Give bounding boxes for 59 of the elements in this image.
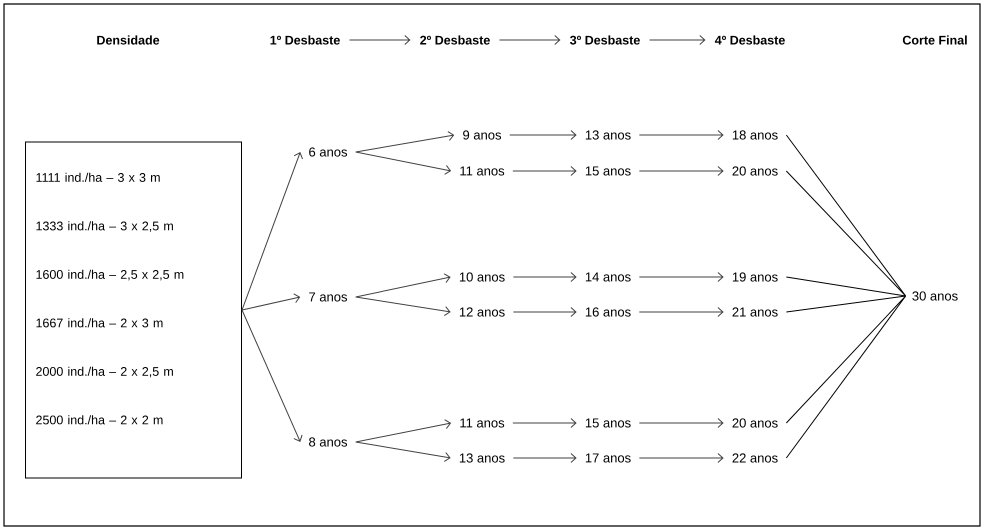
age-label: 20 anos: [732, 166, 778, 176]
age-label: 6 anos: [309, 147, 348, 157]
age-label: 10 anos: [460, 272, 505, 282]
arrow: [638, 272, 724, 282]
column-heading: Corte Final: [902, 35, 967, 45]
connector-line: [786, 170, 906, 296]
age-label: 8 anos: [309, 437, 348, 447]
arrow: [638, 130, 724, 140]
age-label: 9 anos: [463, 130, 502, 140]
arrow: [638, 166, 724, 176]
age-label: 18 anos: [732, 130, 778, 140]
arrow: [242, 293, 300, 310]
age-label: 7 anos: [309, 292, 348, 302]
density-box: 1111 ind./ha – 3 x 3 m 1333 ind./ha – 3 x 2,5 m 1600 ind./ha – 2,5 x 2,5 m 1667 ind./ha – 2 x 3 m 2000 ind./ha – 2 x 2,5 m 2500 ind./ha – 2 x 2 m: [25, 142, 242, 478]
arrow: [512, 166, 577, 176]
arrow: [638, 307, 724, 317]
age-label: 11 anos: [460, 166, 504, 176]
arrow: [638, 418, 724, 428]
age-label: 15 anos: [586, 166, 631, 176]
age-label: 13 anos: [586, 130, 631, 140]
age-label: 17 anos: [586, 453, 631, 463]
arrow: [512, 307, 577, 317]
connector-line: [786, 296, 906, 312]
age-label: 22 anos: [732, 453, 778, 463]
age-label: 19 anos: [732, 272, 778, 282]
arrow: [512, 453, 577, 463]
arrow: [355, 131, 454, 152]
column-heading: Densidade: [97, 35, 160, 45]
age-label: 14 anos: [586, 272, 631, 282]
connector-line: [786, 134, 906, 296]
stage-heading: 4º Desbaste: [714, 35, 785, 45]
arrow: [509, 130, 577, 140]
age-label: 15 anos: [586, 418, 631, 428]
age-label: 11 anos: [460, 418, 504, 428]
arrow: [242, 310, 303, 442]
age-label: 30 anos: [912, 291, 958, 301]
age-label: 16 anos: [586, 307, 631, 317]
stage-heading: 2º Desbaste: [420, 35, 490, 45]
connector-line: [786, 296, 906, 424]
connector-line: [786, 276, 906, 296]
arrow: [355, 442, 451, 462]
arrow: [349, 35, 411, 45]
age-label: 21 anos: [732, 307, 778, 317]
arrow: [512, 418, 577, 428]
arrow: [499, 35, 561, 45]
arrow: [512, 272, 577, 282]
arrow: [242, 152, 304, 310]
stage-heading: 3º Desbaste: [570, 35, 640, 45]
age-label: 12 anos: [460, 307, 505, 317]
arrow: [649, 35, 706, 45]
stage-heading: 1º Desbaste: [270, 35, 340, 45]
arrow: [355, 152, 452, 175]
age-label: 13 anos: [460, 453, 505, 463]
age-label: 20 anos: [732, 418, 778, 428]
arrow: [355, 273, 451, 298]
arrow: [638, 453, 724, 463]
connector-line: [786, 296, 906, 458]
arrow: [355, 296, 451, 316]
arrow: [355, 419, 452, 442]
